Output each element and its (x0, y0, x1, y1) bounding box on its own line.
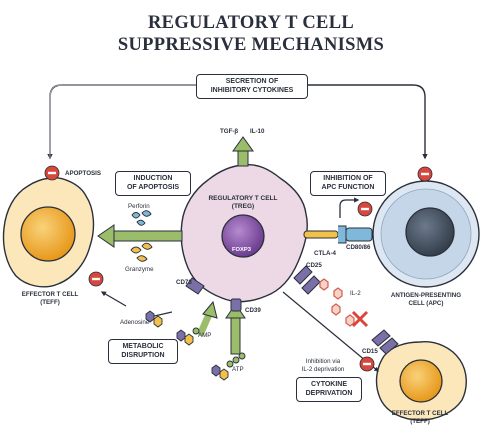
apc-inhibition-line2: APC FUNCTION (321, 183, 375, 191)
amp-label: AMP (198, 332, 212, 339)
treg-label: REGULATORY T CELL (TREG) (196, 195, 290, 210)
cytokine-deprivation-line (282, 291, 379, 372)
regulatory-t-cell (180, 163, 308, 303)
il2-molecules (319, 278, 355, 327)
effector-t-cell-right (375, 341, 467, 421)
cd15-label: CD15 (362, 348, 378, 355)
metabolic-line2: DISRUPTION (121, 351, 165, 359)
granzyme-molecules (130, 242, 153, 262)
atp-label: ATP (232, 366, 244, 373)
secretion-to-apc-connector (305, 84, 428, 160)
foxp3-label: FOXP3 (232, 247, 252, 253)
granzyme-label: Granzyme (125, 266, 154, 273)
cd73-enzyme (185, 277, 205, 295)
minus-icon (88, 271, 104, 287)
teff-right-label: EFFECTOR T CELL (TEFF) (380, 410, 460, 425)
apc-label: ANTIGEN-PRESENTING CELL (APC) (385, 292, 467, 307)
teff-right-line2: (TEFF) (410, 417, 430, 425)
cd39-label: CD39 (245, 307, 261, 314)
apc-inhibition-connector (339, 197, 360, 218)
apc-inhibition-line1: INHIBITION OF (323, 175, 373, 182)
tgfb-label: TGF-β (220, 128, 239, 135)
teff-left-line2: (TEFF) (40, 298, 60, 306)
apc-label-line1: ANTIGEN-PRESENTING (390, 292, 462, 299)
cd15-receptor (371, 329, 399, 355)
il2-blocked-cross (351, 310, 369, 328)
apoptosis-induction-line2: OF APOPTOSIS (126, 183, 180, 191)
cytokine-deprivation-line1: CYTOKINE (310, 381, 348, 388)
apc-label-line2: CELL (APC) (408, 299, 444, 307)
secretion-to-teff-connector-inner (49, 84, 197, 158)
perforin-molecules (131, 210, 152, 226)
secretion-box-line1: SECRETION OF (225, 78, 279, 85)
adenosine-to-teff-connector (100, 291, 127, 307)
secretion-to-teff-connector (47, 84, 197, 160)
il10-label: IL-10 (250, 128, 265, 135)
il2-label: IL-2 (350, 290, 361, 297)
effector-t-cell-left (2, 177, 95, 288)
cd39-enzyme (230, 298, 242, 312)
apoptosis-induction-line1: INDUCTION (133, 175, 173, 182)
metabolic-line1: METABOLIC (122, 343, 164, 350)
apc-inhibition-box: INHIBITION OF APC FUNCTION (310, 171, 386, 196)
secretion-box-line2: INHIBITORY CYTOKINES (210, 86, 294, 94)
apoptosis-left-arrow (97, 224, 183, 248)
secretion-box: SECRETION OF INHIBITORY CYTOKINES (196, 74, 308, 99)
antigen-presenting-cell (372, 180, 480, 288)
teff-left-line1: EFFECTOR T CELL (21, 291, 79, 298)
teff-right-line1: EFFECTOR T CELL (391, 410, 449, 417)
il2-deprivation-label: Inhibition via IL-2 deprivation (292, 358, 354, 373)
amp-up-arrow (196, 300, 218, 337)
page-title-line1: REGULATORY T CELL (148, 13, 354, 33)
apoptosis-induction-box: INDUCTION OF APOPTOSIS (115, 171, 191, 196)
secretion-up-arrow (232, 136, 254, 167)
cytokine-deprivation-box: CYTOKINE DEPRIVATION (296, 377, 362, 402)
apoptosis-label: APOPTOSIS (65, 170, 101, 177)
ctla4-receptor (303, 225, 373, 244)
cytokine-deprivation-line2: DEPRIVATION (305, 389, 353, 397)
adenosine-label: Adenosine (120, 319, 150, 326)
page-title-line2: SUPPRESSIVE MECHANISMS (117, 35, 385, 55)
cd25-receptor (293, 265, 321, 295)
perforin-label: Perforin (128, 203, 150, 210)
cd25-label: CD25 (306, 262, 322, 269)
atp-molecule (211, 352, 246, 381)
minus-icon (44, 165, 60, 181)
metabolic-box: METABOLIC DISRUPTION (108, 339, 178, 364)
treg-label-line1: REGULATORY T CELL (208, 195, 278, 202)
ctla4-label: CTLA-4 (314, 250, 336, 257)
il2-deprivation-line2: IL-2 deprivation (301, 365, 345, 373)
minus-icon (357, 201, 373, 217)
teff-left-label: EFFECTOR T CELL (TEFF) (12, 291, 88, 306)
minus-icon (359, 356, 375, 372)
amp-molecule (176, 327, 200, 346)
minus-icon (417, 166, 433, 182)
treg-label-line2: (TREG) (231, 202, 255, 210)
il2-deprivation-line1: Inhibition via (305, 358, 341, 365)
cd73-label: CD73 (176, 279, 192, 286)
cd80-86-label: CD80/86 (346, 244, 371, 251)
adenosine-molecule (145, 310, 163, 328)
